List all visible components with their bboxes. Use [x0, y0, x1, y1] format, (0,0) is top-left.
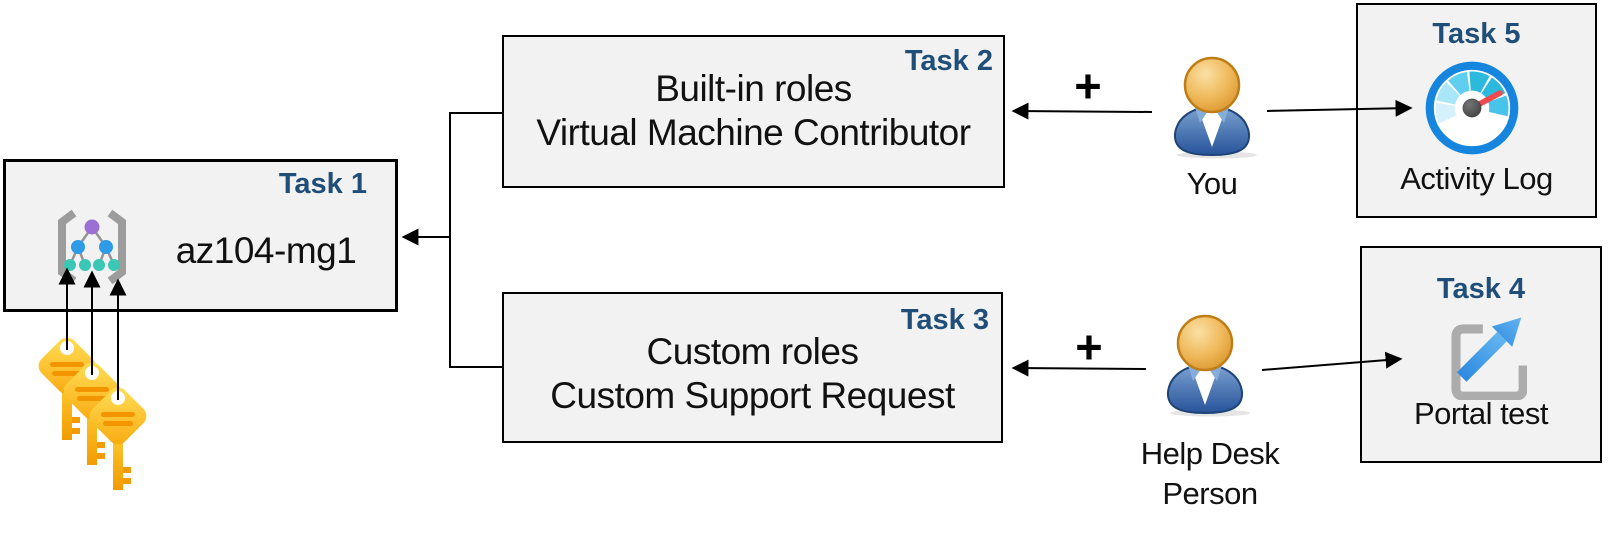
task4-portal-test-box: Task 4 Portal test: [1360, 246, 1602, 463]
task3-custom-roles-box: Task 3 Custom roles Custom Support Reque…: [502, 292, 1003, 443]
person-icon: [1166, 314, 1250, 417]
plus-sign: +: [1074, 59, 1102, 112]
task3-text: Custom roles Custom Support Request: [504, 330, 1001, 418]
task2-line1: Built-in roles: [655, 68, 852, 109]
task2-text: Built-in roles Virtual Machine Contribut…: [504, 67, 1003, 155]
elbow-connector-line: [449, 112, 502, 368]
help-desk-label-line2: Person: [1162, 476, 1258, 511]
task2-tag: Task 2: [904, 45, 993, 77]
task3-line2: Custom Support Request: [550, 375, 955, 416]
help-desk-label-line1: Help Desk: [1140, 436, 1280, 471]
task1-tag: Task 1: [278, 168, 367, 200]
task5-caption: Activity Log: [1400, 161, 1553, 196]
task1-management-group-box: Task 1 az104-mg1: [3, 159, 398, 312]
task3-tag: Task 3: [900, 304, 989, 336]
plus-sign: +: [1075, 320, 1103, 373]
person-icon: [1173, 56, 1257, 159]
key-icon: [89, 387, 147, 490]
you-label: You: [1186, 166, 1238, 201]
management-group-name: az104-mg1: [175, 230, 357, 271]
help-desk-person-label: Help Desk Person: [1110, 434, 1310, 514]
task4-caption: Portal test: [1413, 396, 1549, 431]
task5-tag: Task 5: [1432, 18, 1521, 50]
activity-log-gauge-icon: [1425, 61, 1519, 155]
task5-activity-log-box: Task 5 Activity Log: [1356, 3, 1597, 218]
task2-line2: Virtual Machine Contributor: [536, 112, 971, 153]
task3-line1: Custom roles: [646, 331, 859, 372]
management-group-icon: [58, 209, 126, 285]
task2-builtin-roles-box: Task 2 Built-in roles Virtual Machine Co…: [502, 35, 1005, 188]
task4-tag: Task 4: [1436, 273, 1526, 305]
external-link-icon: [1451, 317, 1527, 400]
